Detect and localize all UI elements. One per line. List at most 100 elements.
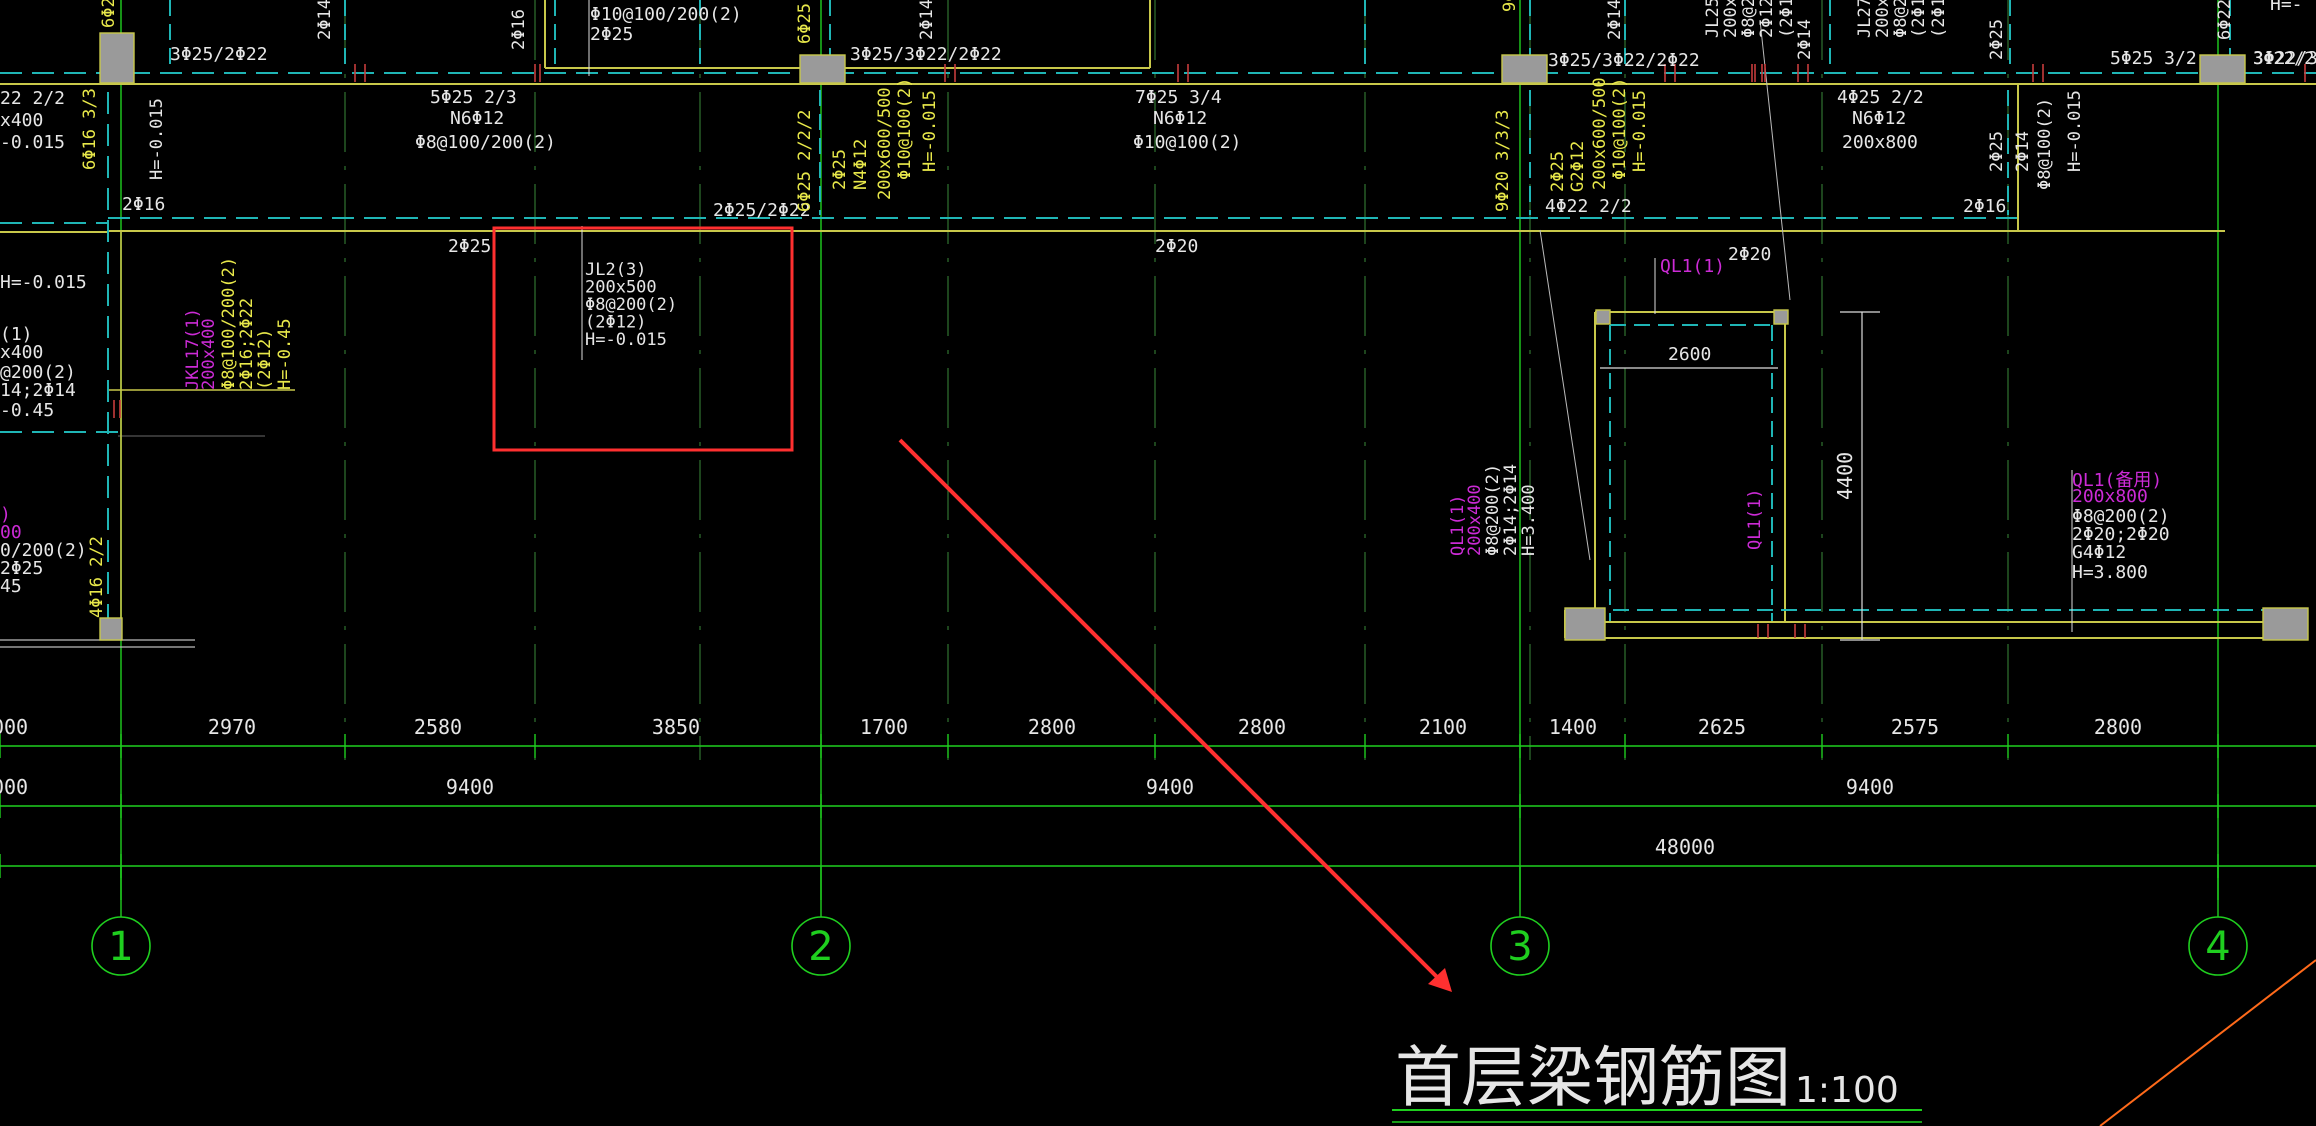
dimension-value: 2580	[414, 715, 462, 739]
beam-label: 4Φ22 2/2	[1545, 196, 1632, 217]
beam-label-vertical: 200x6	[1721, 0, 1741, 38]
beam-label: N6Φ12	[1153, 108, 1207, 129]
beam-label: H=-0.015	[0, 272, 87, 293]
dimension-value: 48000	[1655, 835, 1715, 859]
beam-label-vertical: H=3.400	[1519, 484, 1539, 556]
beam-label-fragment: 00	[0, 522, 22, 543]
beam-label: 2Φ25	[448, 236, 491, 257]
beam-label: G4Φ12	[2072, 542, 2126, 563]
beam-label-vertical: (2Φ12	[1929, 0, 1949, 38]
column	[99, 617, 123, 641]
beam-label: -0.45	[0, 400, 54, 421]
column	[1595, 309, 1611, 325]
beam-label-vertical: JL25(	[1703, 0, 1723, 38]
beam-label-vertical: Φ10@100(2)	[1610, 78, 1630, 180]
beam-label: H=3.800	[2072, 562, 2148, 583]
beam-label-vertical: H=-0.015	[1630, 90, 1650, 172]
drawing-title: 首层梁钢筋图	[1395, 1039, 1791, 1116]
beam-label: QL1(备用)	[2072, 470, 2162, 491]
beam-label: 2Φ20;2Φ20	[2072, 524, 2170, 545]
beam-label-vertical: 2Φ16;2Φ22	[237, 298, 257, 390]
dimension-value: 9400	[1146, 775, 1194, 799]
highlight-box-line: 200x500	[585, 278, 657, 298]
red-arrow-shaft	[898, 438, 1447, 987]
red-arrow-head	[1428, 968, 1452, 992]
dimension-value: 2970	[208, 715, 256, 739]
beam-label: @200(2)	[0, 362, 76, 383]
red-highlight-box	[492, 226, 794, 452]
beam-label-vertical: 9Φ20 3	[1500, 0, 1520, 12]
axis-label: 4	[2205, 924, 2230, 970]
beam-label: x400	[0, 342, 43, 363]
beam-label-vertical: 6Φ16 3/3	[80, 88, 100, 170]
leader-line	[1539, 229, 1591, 561]
beam-label: Φ8@200(2)	[2072, 506, 2170, 527]
column	[2199, 54, 2246, 84]
column	[2262, 607, 2309, 641]
beam-label: N6Φ12	[450, 108, 504, 129]
beam-label-vertical: (2Φ12	[1777, 0, 1797, 38]
beam-label-vertical: 2Φ25	[830, 149, 850, 190]
axis-bubble-4: 4	[2188, 916, 2248, 976]
beam-label: 3Φ25/3Φ22/2Φ22	[850, 44, 1002, 65]
beam-label: 2Φ25	[0, 558, 43, 579]
beam-label: 2Φ20	[1728, 244, 1771, 265]
axis-bubble-3: 3	[1490, 916, 1550, 976]
dimension-value: 000	[0, 715, 28, 739]
dimension-value: 3850	[652, 715, 700, 739]
beam-label: -0.015	[0, 132, 65, 153]
beam-label-vertical: 9Φ20 3/3/3	[1493, 110, 1513, 212]
orange-diagonal	[2099, 959, 2316, 1126]
column	[1564, 607, 1606, 641]
beam-label: 2Φ16	[122, 194, 165, 215]
beam-label-vertical: JKL17(1)	[183, 308, 203, 390]
column	[99, 32, 135, 84]
beam-label: Φ10@100/200(2)	[590, 4, 742, 25]
beam-label-vertical: 2Φ25	[1987, 19, 2007, 60]
highlight-box-line: JL2(3)	[585, 260, 646, 280]
dimension-value: 9400	[446, 775, 494, 799]
beam-label-vertical: H=-0.45	[275, 318, 295, 390]
dimension-value: 2800	[2094, 715, 2142, 739]
beam-label-vertical: 6Φ2	[99, 0, 119, 28]
dimension-value: 2100	[1419, 715, 1467, 739]
beam-label-vertical: 2Φ14	[917, 0, 937, 40]
dimension-value: 2800	[1238, 715, 1286, 739]
beam-label: 4Φ25 2/2	[1837, 87, 1924, 108]
beam-label: 5Φ25 2/3	[430, 87, 517, 108]
beam-label-vertical: H=-0.015	[147, 98, 167, 180]
beam-label-vertical: 2Φ14	[315, 0, 335, 40]
beam-label-vertical: 200x600/500	[1590, 77, 1610, 190]
beam-label: 3Φ22/3	[2253, 48, 2316, 69]
beam-label-vertical: H=-0.015	[920, 90, 940, 172]
beam-label: 2600	[1668, 344, 1711, 365]
highlight-box-line: Φ8@200(2)	[585, 295, 677, 315]
beam-label: 3Φ22/2	[2253, 49, 2314, 69]
beam-label-vertical: 200x6	[1873, 0, 1893, 38]
beam-label: Φ10@100(2)	[1133, 132, 1241, 153]
beam-label-vertical: 2Φ16	[509, 9, 529, 50]
dimension-value: 000	[0, 775, 28, 799]
dimension-value: 2800	[1028, 715, 1076, 739]
beam-label-vertical: 2Φ14	[2013, 131, 2033, 172]
dimension-value: 2575	[1891, 715, 1939, 739]
beam-label-vertical: (2Φ12)	[255, 329, 275, 390]
beam-label: QL1(1)	[1660, 256, 1725, 277]
column	[799, 54, 846, 84]
dimension-value: 2625	[1698, 715, 1746, 739]
beam-label-vertical: 2Φ25	[1987, 131, 2007, 172]
axis-label: 1	[108, 924, 133, 970]
beam-label: 0/200(2)	[0, 540, 87, 561]
beam-label-vertical: JL27(	[1855, 0, 1875, 38]
beam-label-vertical: 2Φ14	[1605, 0, 1625, 40]
beam-label: x400	[0, 110, 43, 131]
beam-label-vertical: Φ10@100(2)	[895, 78, 915, 180]
beam-label: 14;2Φ14	[0, 380, 76, 401]
beam-label: (1)	[0, 324, 33, 345]
